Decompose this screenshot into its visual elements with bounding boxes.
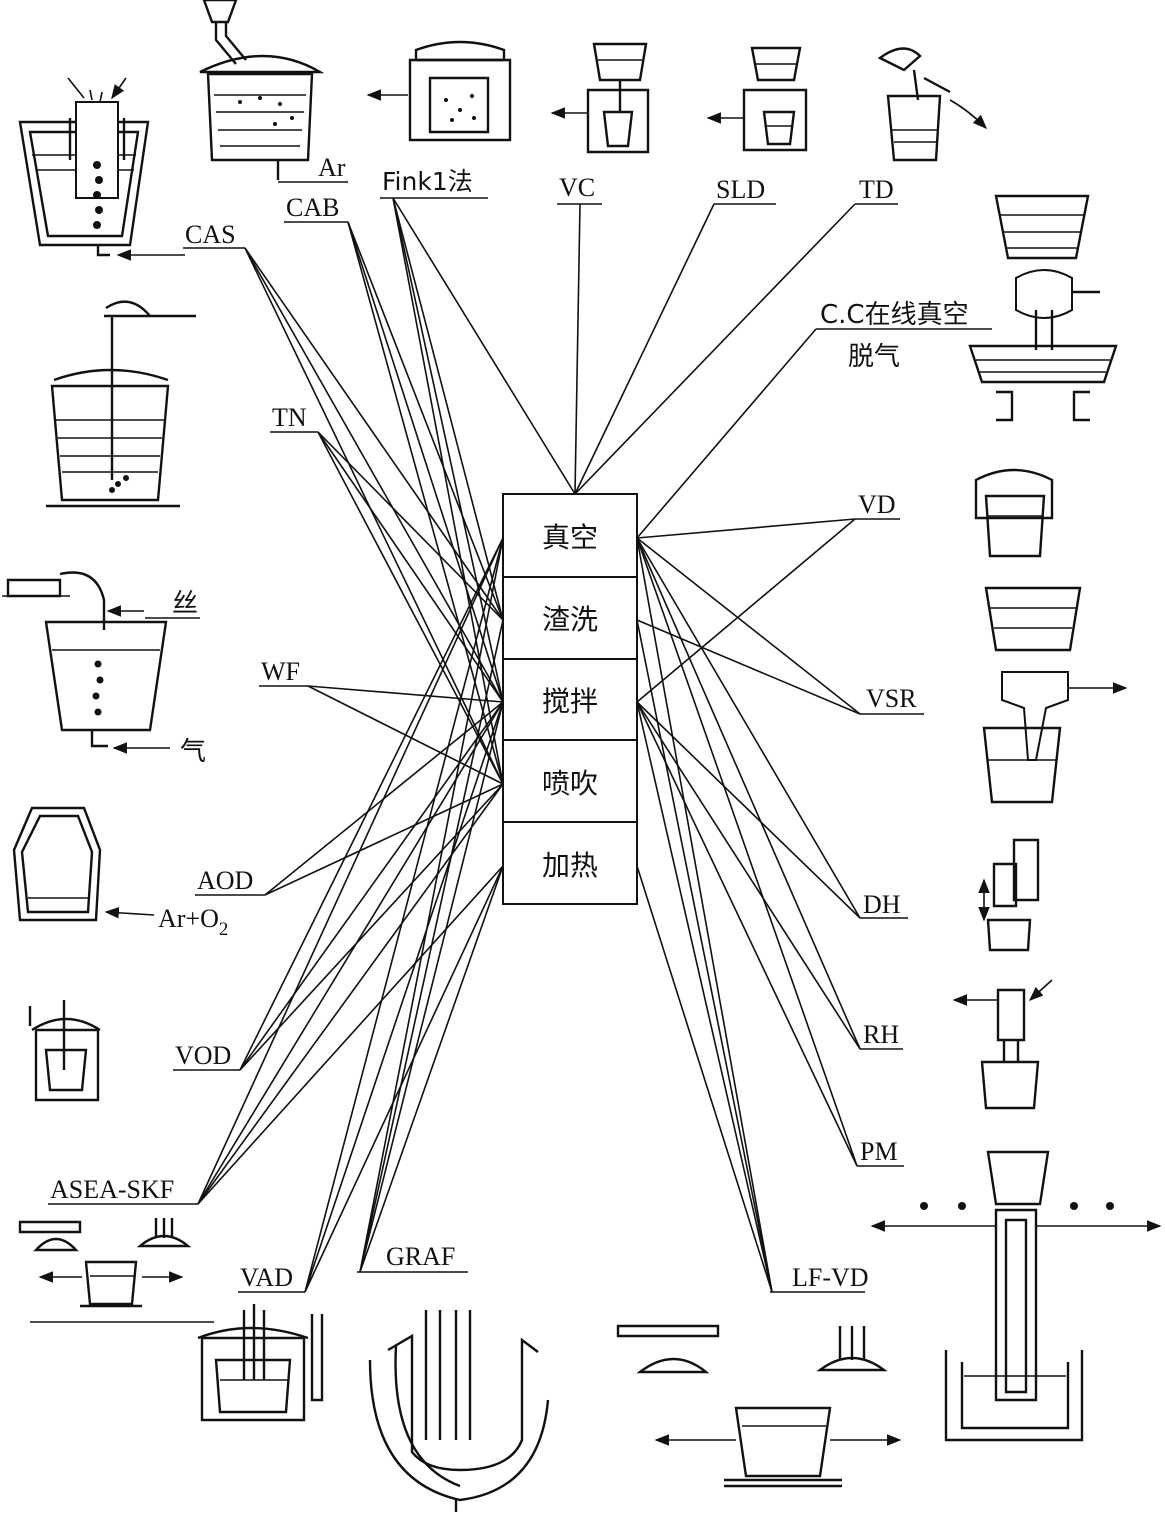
connection-pm-stir — [636, 701, 858, 1167]
connection-vod-stir — [239, 701, 504, 1071]
label-cc-online-vacuum: C.C在线真空 — [820, 300, 969, 330]
connection-fink-stir — [392, 197, 504, 703]
aod-converter-sketch — [12, 806, 155, 922]
connection-lfvd-slag — [636, 619, 773, 1293]
annotation-ar-o2: Ar+O2 — [158, 904, 228, 940]
label-vsr: VSR — [866, 684, 917, 713]
label-pm: PM — [860, 1137, 898, 1166]
label-asea-skf: ASEA-SKF — [50, 1175, 174, 1204]
connection-cab-inject — [347, 221, 504, 785]
connection-fink-vacuum — [392, 197, 576, 495]
connection-vd-vacuum — [636, 518, 856, 539]
process-labels: CAS CAB Fink1法 VC SLD TD C.C在线真空 脱气 TN V… — [48, 167, 992, 1293]
annotation-wire: 丝 — [172, 589, 198, 619]
connection-vod-vacuum — [239, 537, 504, 1071]
connection-tn-inject — [317, 431, 504, 785]
connection-vad-vacuum — [304, 537, 504, 1293]
label-sld: SLD — [716, 175, 765, 204]
lf-vd-sketch — [616, 1324, 902, 1488]
connection-cab-slag — [347, 221, 504, 621]
label-cab: CAB — [286, 193, 339, 222]
vad-vessel-sketch — [197, 1304, 324, 1422]
function-slag-washing: 渣洗 — [542, 603, 598, 636]
vsr-vessel-sketch — [982, 586, 1128, 804]
connection-lfvd-heat — [636, 865, 773, 1293]
function-stirring: 搅拌 — [542, 685, 598, 718]
connection-sld-vacuum — [574, 203, 715, 495]
vc-vessel-sketch — [550, 42, 650, 154]
dh-vessel-sketch — [978, 838, 1040, 952]
annotation-ar: Ar — [318, 153, 346, 182]
annotation-gas: 气 — [180, 737, 206, 767]
label-cc-degassing: 脱气 — [848, 342, 900, 372]
label-dh: DH — [863, 890, 901, 919]
label-wf: WF — [261, 657, 300, 686]
vd-vessel-sketch — [974, 468, 1054, 558]
connection-asea-stir — [197, 701, 504, 1205]
fink-vessel-sketch — [366, 40, 512, 142]
label-vd: VD — [858, 490, 896, 519]
connection-graf-heat — [359, 865, 504, 1273]
function-box-stack: 真空 渣洗 搅拌 喷吹 加热 — [502, 493, 638, 905]
connection-rh-vacuum — [636, 537, 861, 1050]
function-heating: 加热 — [542, 849, 598, 882]
label-tn: TN — [272, 403, 307, 432]
tn-ladle-sketch — [46, 300, 196, 508]
connection-graf-vacuum — [359, 537, 504, 1273]
label-graf: GRAF — [386, 1242, 455, 1271]
pm-vessel-sketch — [870, 1150, 1162, 1442]
label-vad: VAD — [240, 1263, 293, 1292]
connection-graf-slag — [359, 619, 504, 1273]
connection-fink-slag — [392, 197, 504, 621]
connection-lfvd-stir — [636, 701, 773, 1293]
connection-cc-vacuum — [636, 328, 817, 539]
wf-ladle-sketch — [2, 571, 170, 754]
connection-asea-heat — [197, 865, 504, 1205]
asea-skf-sketch — [18, 1218, 214, 1323]
label-lf-vd: LF-VD — [792, 1263, 869, 1292]
connection-vsr-vacuum — [636, 537, 861, 715]
connection-vsr-slag — [636, 619, 861, 715]
connection-cas-inject — [244, 247, 504, 785]
cc-degassing-sketch — [968, 194, 1118, 422]
label-td: TD — [859, 175, 894, 204]
cas-ladle-sketch — [18, 77, 185, 261]
function-injection: 喷吹 — [542, 767, 598, 800]
connection-td-vacuum — [574, 203, 856, 495]
connection-fink-inject — [392, 197, 504, 785]
cab-ladle-sketch — [199, 0, 325, 180]
connection-dh-vacuum — [636, 537, 861, 919]
connection-wf-stir — [307, 685, 504, 703]
label-cas: CAS — [185, 220, 236, 249]
connection-aod-inject — [264, 783, 504, 896]
connection-tn-slag — [317, 431, 504, 621]
label-aod: AOD — [197, 866, 253, 895]
sld-vessel-sketch — [706, 46, 808, 152]
td-vessel-sketch — [877, 47, 988, 162]
connection-dh-stir — [636, 701, 861, 919]
connection-vad-heat — [304, 865, 504, 1293]
connection-tn-stir — [317, 431, 504, 703]
rh-vessel-sketch — [952, 979, 1053, 1110]
vod-vessel-sketch — [28, 1000, 101, 1102]
connection-vad-stir — [304, 701, 504, 1293]
label-vod: VOD — [175, 1041, 231, 1070]
connection-cab-stir — [347, 221, 504, 703]
label-rh: RH — [863, 1020, 899, 1049]
connection-graf-stir — [359, 701, 504, 1273]
label-vc: VC — [559, 173, 595, 202]
function-vacuum: 真空 — [542, 521, 598, 554]
annotations: Ar 丝 气 Ar+O2 — [145, 153, 348, 940]
connection-rh-stir — [636, 701, 861, 1050]
graf-furnace-sketch — [368, 1310, 550, 1512]
connection-lines — [197, 197, 861, 1293]
connection-vd-stir — [636, 518, 856, 703]
connection-lfvd-vacuum — [636, 537, 773, 1293]
connection-vc-vacuum — [574, 203, 581, 495]
label-fink: Fink1法 — [382, 167, 473, 196]
connection-pm-vacuum — [636, 537, 858, 1167]
connection-asea-vacuum — [197, 537, 504, 1205]
